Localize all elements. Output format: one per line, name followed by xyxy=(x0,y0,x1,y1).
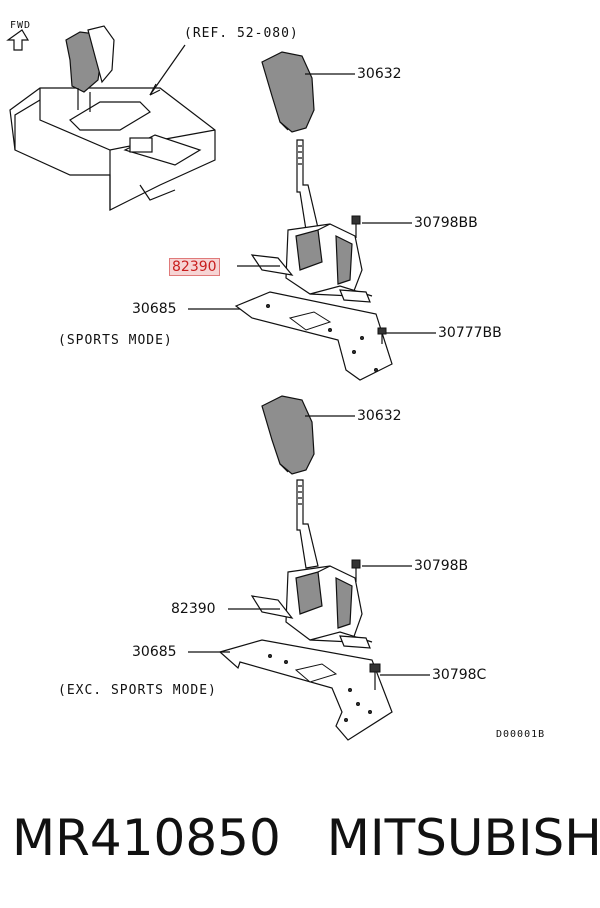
console-overview xyxy=(9,25,216,211)
screw-icon xyxy=(377,327,387,344)
upper-bracket-label[interactable]: 30685 xyxy=(132,301,177,317)
bolt-icon xyxy=(369,663,381,690)
lower-knob-label[interactable]: 30632 xyxy=(357,408,402,424)
upper-bolt-label[interactable]: 30798BB xyxy=(414,215,478,231)
bolt-icon xyxy=(351,559,361,582)
lower-lever-label[interactable]: 82390 xyxy=(171,601,216,617)
part-number: MR410850 xyxy=(12,809,281,867)
upper-variant-label: (SPORTS MODE) xyxy=(58,333,173,348)
reference-leader xyxy=(149,44,186,96)
upper-lever-label[interactable]: 82390 xyxy=(169,258,220,276)
fwd-label: FWD xyxy=(10,20,32,31)
lower-shift-assembly xyxy=(218,395,393,741)
lower-screw-label[interactable]: 30798C xyxy=(432,667,487,683)
reference-label: (REF. 52-080) xyxy=(184,26,299,41)
fwd-arrow-icon xyxy=(6,29,30,51)
footer: MR410850 MITSUBISHI xyxy=(12,808,600,868)
parts-diagram xyxy=(6,25,436,741)
upper-knob-label[interactable]: 30632 xyxy=(357,66,402,82)
upper-screw-label[interactable]: 30777BB xyxy=(438,325,502,341)
lower-bolt-label[interactable]: 30798B xyxy=(414,558,469,574)
lower-variant-label: (EXC. SPORTS MODE) xyxy=(58,683,217,698)
upper-shift-assembly xyxy=(234,51,393,381)
lower-bracket-label[interactable]: 30685 xyxy=(132,644,177,660)
brand-name: MITSUBISHI xyxy=(326,809,600,867)
bolt-icon xyxy=(351,215,361,238)
drawing-code: D00001B xyxy=(496,729,546,740)
